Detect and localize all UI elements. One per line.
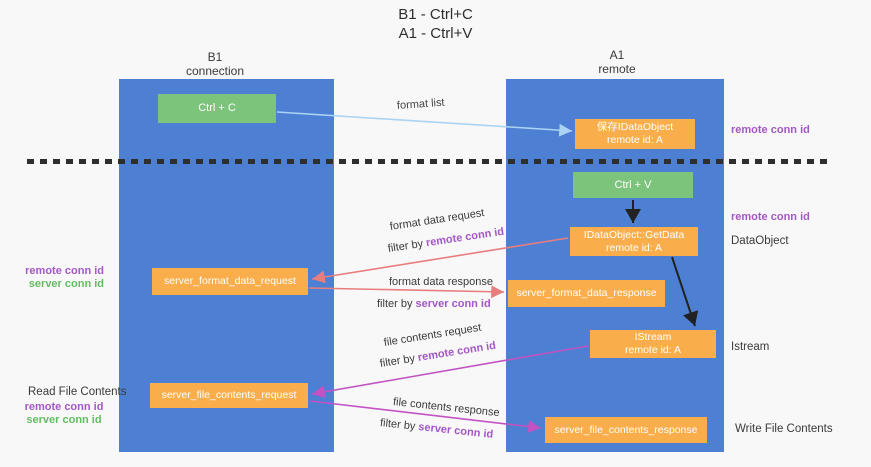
left-top-remote-conn-id: remote conn id bbox=[25, 265, 104, 277]
filter-by-text: filter by bbox=[378, 352, 419, 370]
server-conn-id-highlight: server conn id bbox=[417, 421, 494, 441]
flow-label-filter-by-server-1: filter by server conn id bbox=[377, 298, 491, 311]
node-save-idataobject-title: 保存IDataObject bbox=[596, 121, 674, 133]
flow-label-format-list: format list bbox=[396, 96, 445, 112]
remote-conn-id-highlight: remote conn id bbox=[425, 225, 505, 250]
left-label-conn-ids-top: remote conn id server conn id bbox=[22, 265, 104, 291]
right-label-istream: Istream bbox=[731, 341, 770, 353]
node-server-file-contents-response: server_file_contents_response bbox=[545, 417, 707, 443]
node-ctrl-c-label: Ctrl + C bbox=[198, 102, 236, 114]
flow-label-file-contents-response: file contents response bbox=[392, 396, 501, 420]
left-label-conn-ids-bottom: remote conn id server conn id bbox=[24, 401, 104, 427]
node-istream-remote-id: remote id: A bbox=[624, 344, 682, 356]
flow-label-filter-by-server-2: filter by server conn id bbox=[379, 417, 493, 442]
node-ctrl-c: Ctrl + C bbox=[158, 94, 276, 123]
node-idataobject-getdata: IDataObject::GetData remote id: A bbox=[570, 227, 698, 256]
node-save-idataobject-remote-id: remote id: A bbox=[606, 134, 664, 146]
left-label-read-file-contents: Read File Contents bbox=[28, 386, 127, 398]
node-server-format-data-request: server_format_data_request bbox=[152, 268, 308, 295]
title-line-2: A1 - Ctrl+V bbox=[398, 25, 473, 42]
column-a1-subtitle: remote bbox=[598, 62, 636, 76]
right-label-remote-conn-id-2: remote conn id bbox=[731, 211, 810, 223]
node-getdata-remote-id: remote id: A bbox=[605, 241, 663, 254]
left-bottom-server-conn-id: server conn id bbox=[26, 414, 102, 426]
node-server-file-contents-request: server_file_contents_request bbox=[150, 383, 308, 408]
column-header-a1: A1 remote bbox=[557, 48, 677, 76]
node-save-idataobject: 保存IDataObject remote id: A bbox=[575, 119, 695, 149]
left-bottom-remote-conn-id: remote conn id bbox=[24, 401, 104, 413]
remote-conn-id-highlight: remote conn id bbox=[417, 339, 497, 364]
left-top-server-conn-id: server conn id bbox=[28, 278, 104, 290]
column-b1-name: B1 bbox=[207, 50, 223, 64]
node-getdata-title: IDataObject::GetData bbox=[583, 228, 685, 241]
node-server-format-data-request-label: server_format_data_request bbox=[164, 275, 296, 287]
column-header-b1: B1 connection bbox=[155, 50, 275, 78]
copy-paste-divider-dashed-line bbox=[27, 159, 833, 164]
filter-by-text: filter by bbox=[387, 237, 427, 255]
right-label-dataobject: DataObject bbox=[731, 235, 789, 247]
right-label-write-file-contents: Write File Contents bbox=[735, 423, 833, 435]
node-ctrl-v-label: Ctrl + V bbox=[614, 178, 652, 191]
flow-label-format-data-response: format data response bbox=[389, 276, 493, 288]
column-a1-name: A1 bbox=[609, 48, 625, 62]
column-b1-subtitle: connection bbox=[185, 64, 245, 78]
node-server-format-data-response-label: server_format_data_response bbox=[516, 287, 657, 299]
node-server-format-data-response: server_format_data_response bbox=[508, 280, 665, 307]
diagram-title: B1 - Ctrl+C A1 - Ctrl+V bbox=[0, 5, 871, 43]
node-istream: IStream remote id: A bbox=[590, 330, 716, 358]
node-istream-title: IStream bbox=[634, 331, 672, 343]
node-ctrl-v: Ctrl + V bbox=[573, 172, 693, 198]
right-label-remote-conn-id-1: remote conn id bbox=[731, 124, 810, 136]
server-conn-id-highlight: server conn id bbox=[415, 298, 491, 310]
node-server-file-contents-response-label: server_file_contents_response bbox=[554, 423, 698, 436]
filter-by-text: filter by bbox=[377, 298, 416, 310]
title-line-1: B1 - Ctrl+C bbox=[398, 6, 473, 23]
node-server-file-contents-request-label: server_file_contents_request bbox=[161, 389, 297, 401]
filter-by-text: filter by bbox=[379, 417, 419, 433]
